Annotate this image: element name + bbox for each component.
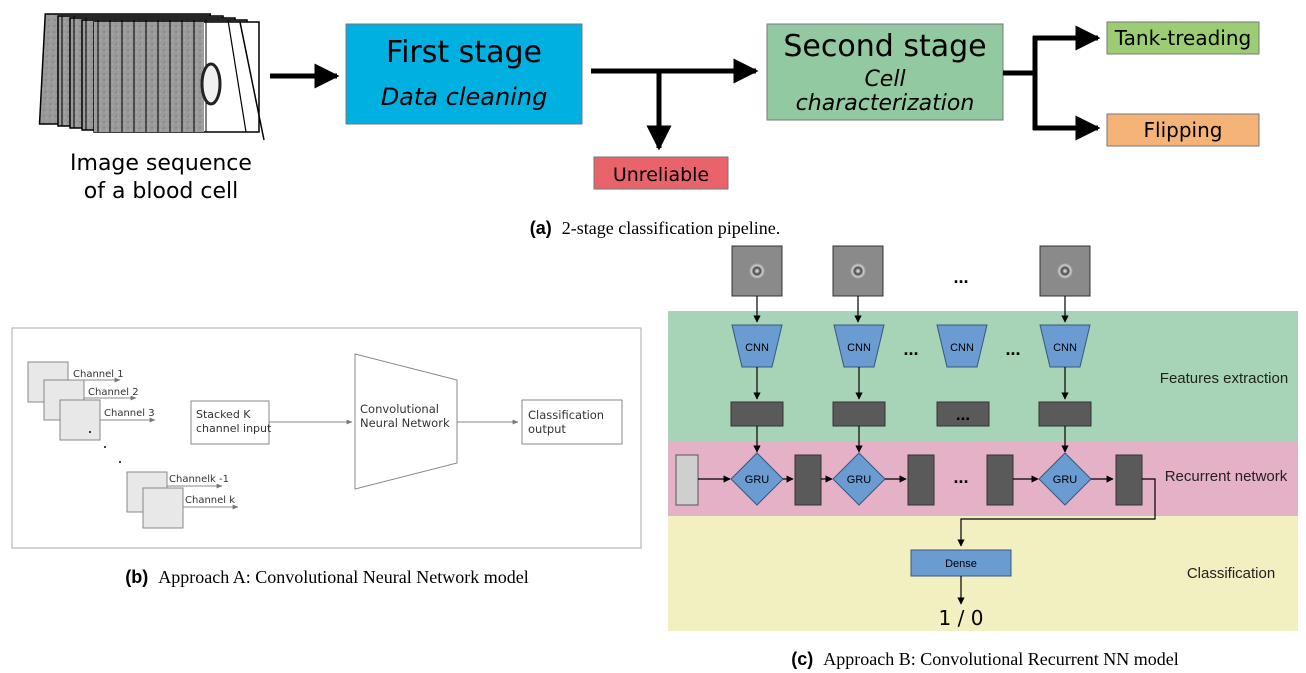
channel-k-label: Channel k: [185, 495, 235, 506]
caption-a-text: 2-stage classification pipeline.: [562, 218, 780, 238]
band-features-label: Features extraction: [1160, 370, 1288, 387]
cell-image-1: [731, 245, 783, 297]
caption-a: (a) 2-stage classification pipeline.: [530, 218, 780, 238]
first-stage-box: [345, 23, 583, 125]
panel-a: Image sequence of a blood cell First sta…: [38, 13, 1260, 238]
hidden-state-final: [1115, 454, 1143, 506]
flipping-label: Flipping: [1144, 118, 1223, 142]
feature-box-2: [832, 401, 886, 427]
output-label: 1 / 0: [939, 606, 984, 630]
cnn-line2: Neural Network: [360, 416, 450, 430]
gru-block-3: GRU: [1038, 452, 1092, 506]
input-label-line2: of a blood cell: [84, 179, 238, 204]
caption-c-tag: (c): [791, 649, 813, 669]
classification-output-box: [521, 399, 623, 445]
image-sequence-stack: [38, 13, 265, 141]
ellipsis-cnn-1: ...: [903, 339, 918, 359]
unreliable-box: [593, 156, 729, 190]
cnn-label-1: CNN: [745, 342, 769, 354]
hidden-state-1: [794, 454, 822, 506]
hidden-state-2: [907, 454, 935, 506]
feature-box-4: [1038, 401, 1092, 427]
output-line1: Classification: [528, 408, 604, 422]
ellipsis-recurrent: ...: [953, 467, 968, 487]
cnn-trapezoid: [354, 353, 458, 490]
second-stage-box: [766, 23, 1004, 121]
second-stage-sub-line1: Cell: [864, 67, 905, 92]
flipping-box: [1106, 113, 1260, 147]
cnn-line1: Convolutional: [360, 402, 439, 416]
stacked-line1: Stacked K: [196, 408, 251, 421]
cnn-label-2: CNN: [847, 342, 871, 354]
gru-label-3: GRU: [1053, 474, 1078, 486]
gru-label-2: GRU: [847, 474, 872, 486]
panel-b: Channel 1 Channel 2 Channel 3 Channelk -…: [11, 327, 642, 587]
band-recurrent-label: Recurrent network: [1165, 468, 1288, 485]
first-stage-title: First stage: [386, 35, 542, 70]
gru-block-2: GRU: [832, 452, 886, 506]
gru-label-1: GRU: [745, 474, 770, 486]
band-classification-label: Classification: [1187, 565, 1275, 582]
initial-hidden-state: [675, 454, 699, 506]
input-label-line1: Image sequence: [70, 151, 252, 176]
dense-layer: [910, 549, 1012, 577]
ellipsis-feature: ...: [956, 405, 970, 424]
caption-b-text: Approach A: Convolutional Neural Network…: [158, 567, 528, 587]
cnn-label-4: CNN: [1053, 342, 1077, 354]
cnn-label-3: CNN: [950, 342, 974, 354]
caption-c: (c) Approach B: Convolutional Recurrent …: [791, 649, 1178, 669]
ellipsis-cnn-2: ...: [1005, 339, 1020, 359]
dense-label: Dense: [945, 558, 977, 570]
stacked-line2: channel input: [196, 422, 272, 435]
caption-b: (b) Approach A: Convolutional Neural Net…: [125, 567, 528, 587]
channel-2-label: Channel 2: [88, 387, 139, 398]
second-stage-title: Second stage: [783, 29, 986, 64]
cell-image-2: [832, 245, 884, 297]
ellipsis-images: ...: [953, 267, 968, 287]
second-stage-sub-line2: characterization: [796, 91, 975, 116]
cnn-block-4: CNN: [1039, 324, 1091, 368]
channel-1-label: Channel 1: [73, 369, 124, 380]
tank-treading-label: Tank-treading: [1114, 26, 1251, 50]
hidden-state-3: [986, 454, 1014, 506]
feature-box-3: [936, 401, 990, 427]
channel-3-label: Channel 3: [104, 408, 155, 419]
tank-treading-box: [1106, 21, 1260, 55]
panel-c: Features extraction Recurrent network Cl…: [668, 245, 1298, 669]
cell-image-3: [1039, 245, 1091, 297]
gru-block-1: GRU: [730, 452, 784, 506]
feature-box-1: [730, 401, 784, 427]
cnn-block-3: CNN: [936, 324, 988, 368]
channel-k1-label: Channelk -1: [169, 474, 229, 485]
output-line2: output: [528, 422, 566, 436]
cnn-block-2: CNN: [833, 324, 885, 368]
caption-b-tag: (b): [125, 567, 148, 587]
caption-c-text: Approach B: Convolutional Recurrent NN m…: [823, 649, 1178, 669]
caption-a-tag: (a): [530, 218, 552, 238]
stacked-input-box: [190, 400, 270, 445]
arrow-final-to-dense: [957, 478, 1156, 547]
first-stage-subtitle: Data cleaning: [381, 83, 548, 111]
cnn-block-1: CNN: [731, 324, 783, 368]
unreliable-label: Unreliable: [613, 164, 709, 186]
